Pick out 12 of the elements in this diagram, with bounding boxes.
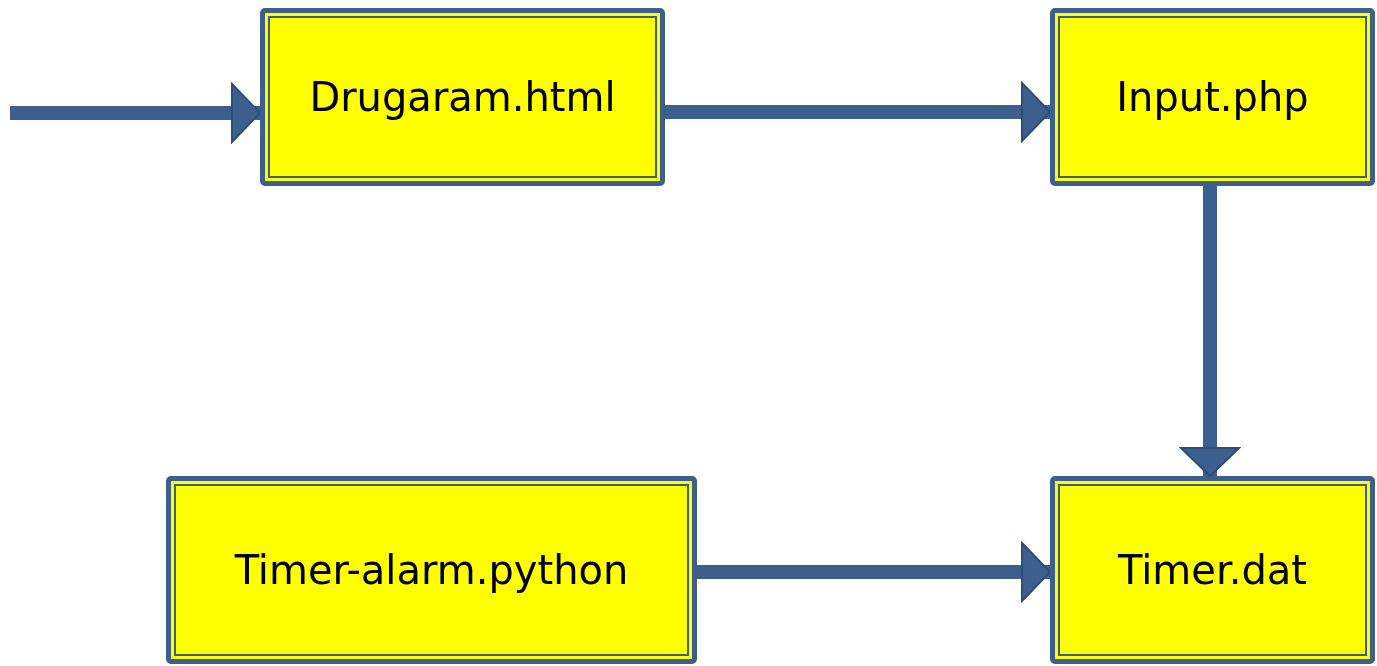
file-name: Timer-alarm.python	[234, 547, 629, 593]
file-box	[166, 476, 697, 664]
block-arrow	[1180, 186, 1240, 477]
file-box	[260, 8, 665, 186]
file-box	[1050, 476, 1375, 664]
file-name: Timer.dat	[1118, 547, 1307, 593]
file-box	[1050, 8, 1375, 186]
block-arrow	[665, 82, 1051, 142]
block-arrow	[697, 542, 1051, 602]
file-name: Drugaram.html	[309, 74, 616, 120]
block-arrow	[10, 83, 261, 143]
file-name: Input.php	[1116, 74, 1309, 120]
